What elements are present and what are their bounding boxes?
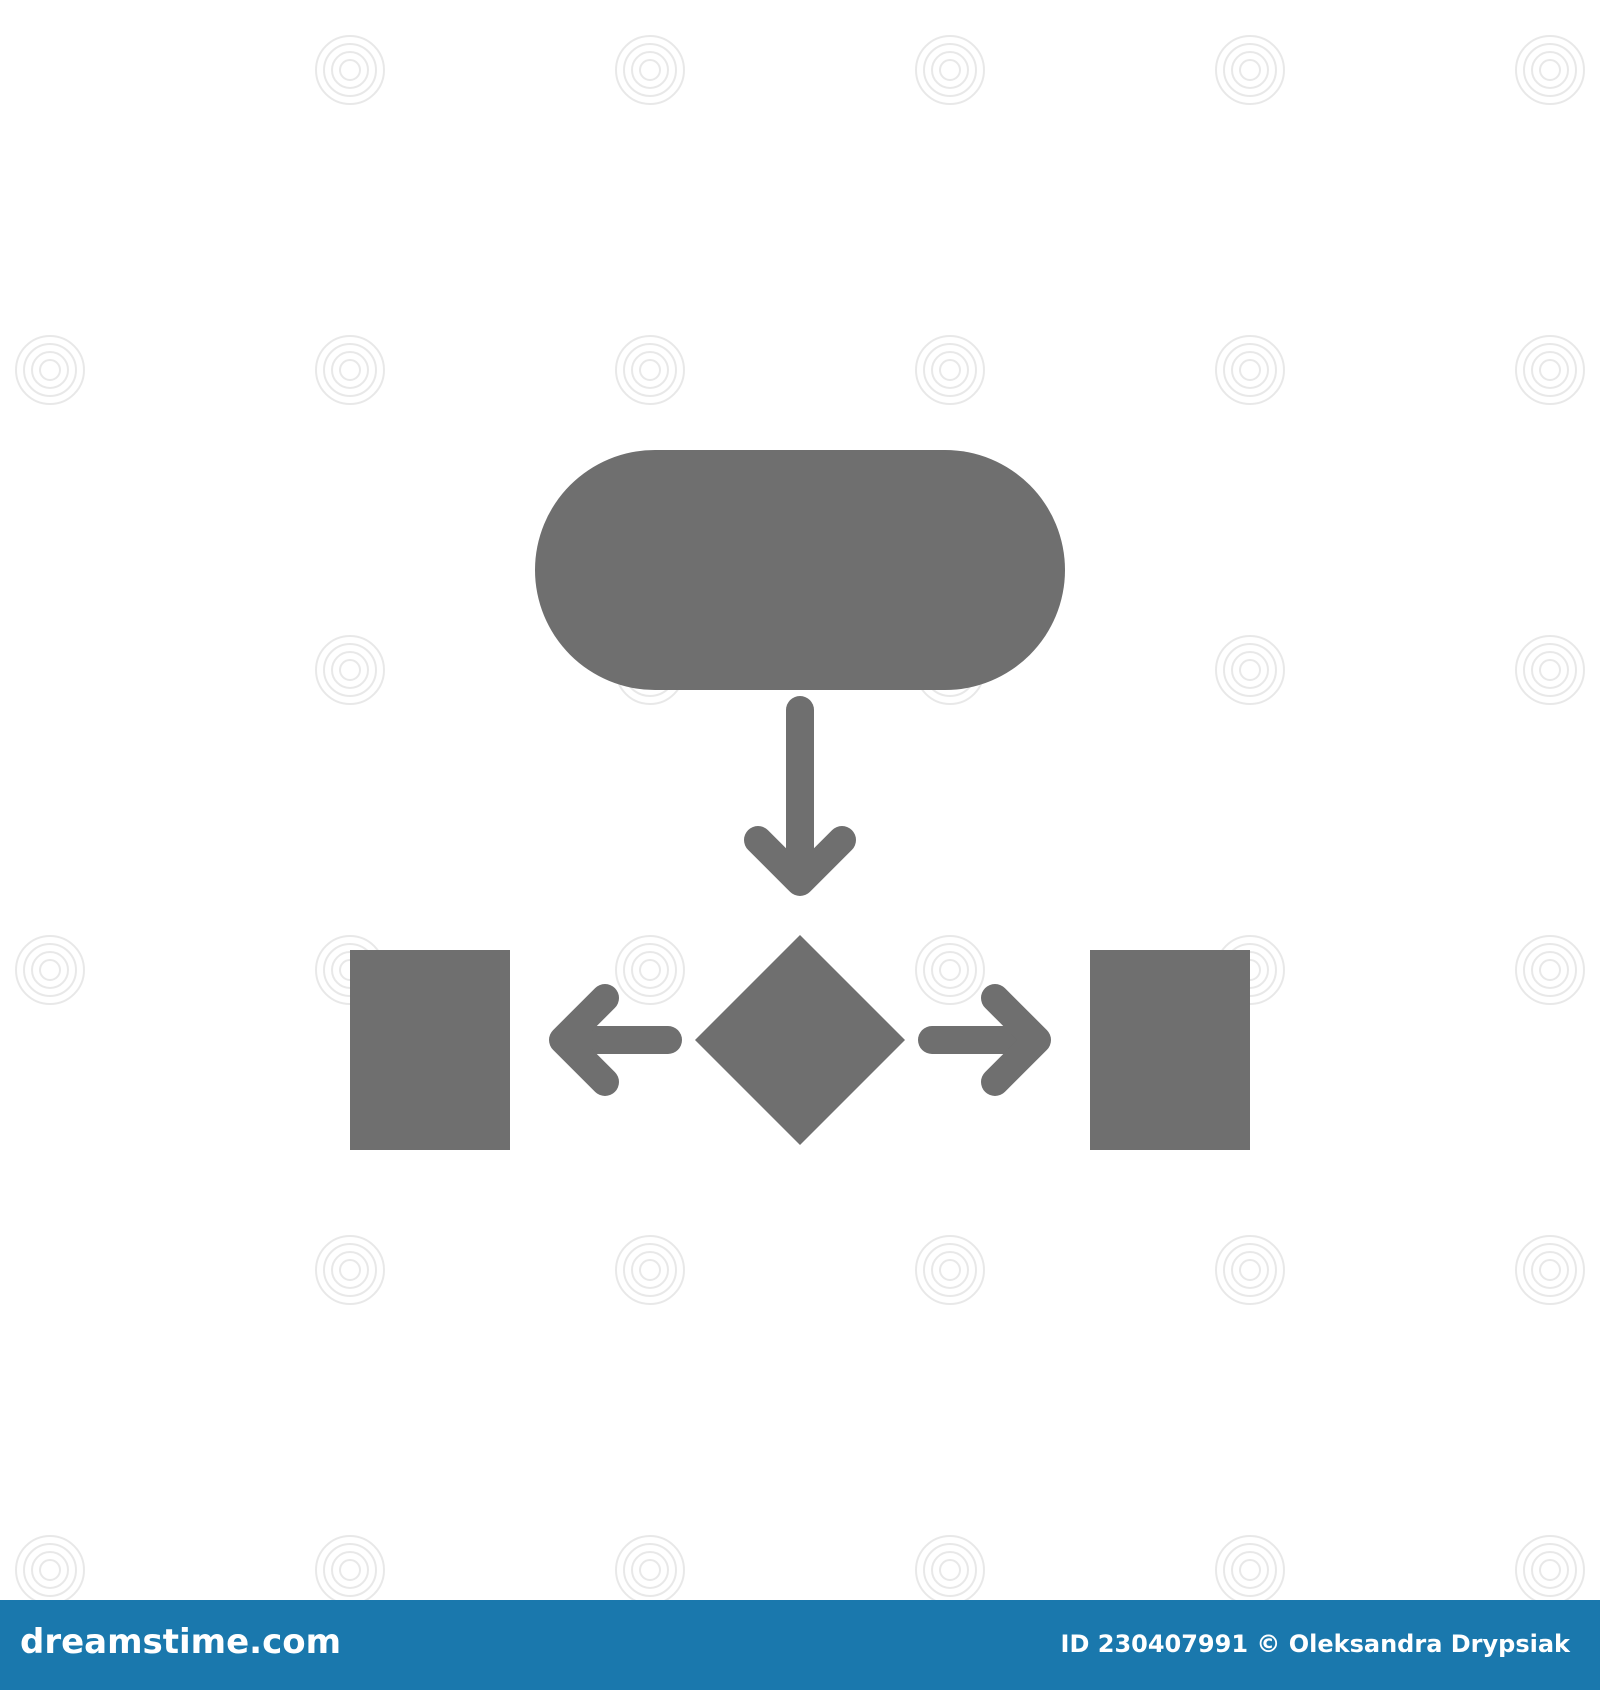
spiral-watermark-icon xyxy=(915,935,985,1005)
spiral-watermark-icon xyxy=(1515,1235,1585,1305)
image-id: ID 230407991 xyxy=(1060,1630,1249,1658)
spiral-watermark-icon xyxy=(615,35,685,105)
arrow-left-icon xyxy=(549,984,682,1096)
footer-credit: ID 230407991 © Oleksandra Drypsiak xyxy=(1061,1630,1570,1658)
spiral-watermark-icon xyxy=(15,935,85,1005)
process-right-shape xyxy=(1090,950,1250,1150)
spiral-watermark-icon xyxy=(915,1235,985,1305)
flowchart-diagram xyxy=(350,450,1250,1150)
spiral-watermark-icon xyxy=(1515,935,1585,1005)
process-left-shape xyxy=(350,950,510,1150)
spiral-watermark-icon xyxy=(915,1535,985,1605)
spiral-watermark-icon xyxy=(315,1235,385,1305)
terminator-pill-shape xyxy=(535,450,1065,690)
copyright-symbol: © xyxy=(1256,1630,1281,1658)
author-name[interactable]: Oleksandra Drypsiak xyxy=(1288,1630,1570,1658)
arrow-right-icon xyxy=(918,984,1051,1096)
spiral-watermark-icon xyxy=(315,635,385,705)
decision-diamond-shape xyxy=(695,935,905,1145)
spiral-watermark-icon xyxy=(1215,635,1285,705)
spiral-watermark-icon xyxy=(315,335,385,405)
spiral-watermark-icon xyxy=(915,35,985,105)
spiral-watermark-icon xyxy=(615,335,685,405)
footer-bar: dreamstime.com ID 230407991 © Oleksandra… xyxy=(0,1600,1600,1690)
spiral-watermark-icon xyxy=(915,335,985,405)
arrow-down-icon xyxy=(744,696,856,896)
spiral-watermark-icon xyxy=(1515,1535,1585,1605)
image-canvas xyxy=(15,35,1585,1605)
spiral-watermark-icon xyxy=(1515,635,1585,705)
spiral-watermark-icon xyxy=(1515,335,1585,405)
spiral-watermark-icon xyxy=(615,935,685,1005)
spiral-watermark-icon xyxy=(1515,35,1585,105)
footer-logo[interactable]: dreamstime.com xyxy=(20,1622,342,1662)
spiral-watermark-icon xyxy=(1215,335,1285,405)
spiral-watermark-icon xyxy=(15,335,85,405)
spiral-watermark-icon xyxy=(615,1235,685,1305)
spiral-watermark-icon xyxy=(315,35,385,105)
spiral-watermark-icon xyxy=(1215,1235,1285,1305)
spiral-watermark-icon xyxy=(1215,35,1285,105)
